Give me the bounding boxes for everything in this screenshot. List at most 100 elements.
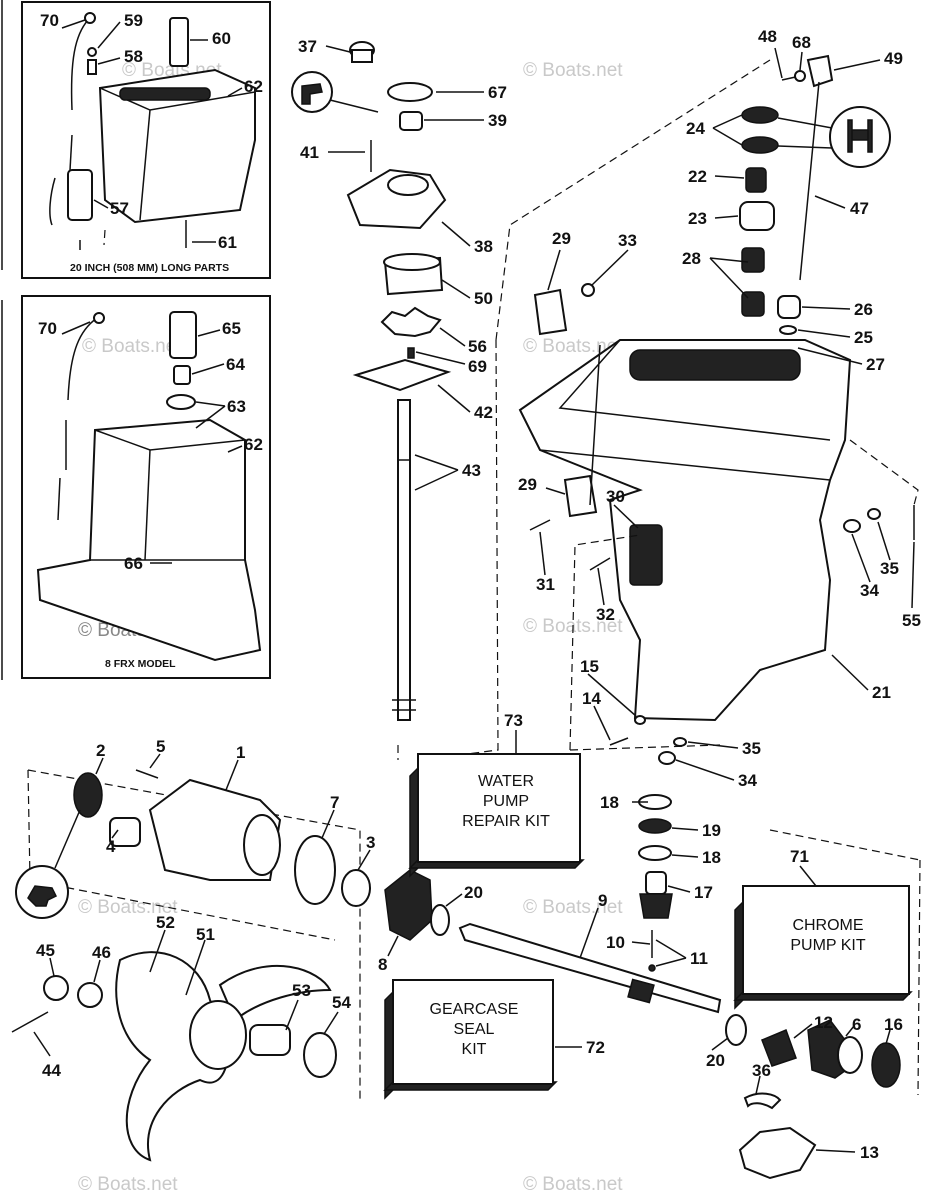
callout: 31 [536,575,555,594]
callout: 19 [702,821,721,840]
callout: 65 [222,319,241,338]
callout: 16 [884,1015,903,1034]
callout: 27 [866,355,885,374]
kit-water-pump: WATER PUMP REPAIR KIT [408,753,585,878]
callout: 45 [36,941,55,960]
callout: 23 [688,209,707,228]
callout: 56 [468,337,487,356]
watermarks: © Boats.net © Boats.net © Boats.net © Bo… [78,60,623,1195]
callout: 63 [227,397,246,416]
lower-left-group [11,769,450,1162]
callout: 32 [596,605,615,624]
callout: 52 [156,913,175,932]
callout: 66 [124,554,143,573]
callout: 17 [694,883,713,902]
callout: 48 [758,27,777,46]
lower-right-group [458,794,901,1180]
kit-chrome-pump: CHROME PUMP KIT [733,885,913,1010]
kit-label-line: WATER [478,773,534,790]
callout: 34 [860,581,879,600]
callout: 29 [552,229,571,248]
callout: 68 [792,33,811,52]
callout: 44 [42,1061,61,1080]
callout: 18 [600,793,619,812]
callout: 62 [244,77,263,96]
callouts: 70 59 58 60 62 57 61 70 65 64 63 62 66 3… [36,11,921,1162]
callout: 29 [518,475,537,494]
callout: 36 [752,1061,771,1080]
kit-label-line: KIT [462,1041,487,1058]
callout: 54 [332,993,351,1012]
callout: 11 [690,949,708,968]
callout: 5 [156,737,165,756]
callout: 42 [474,403,493,422]
callout: 22 [688,167,707,186]
kit-label-line: CHROME [792,917,863,934]
callout: 1 [236,743,245,762]
kit-label-line: PUMP [483,793,529,810]
callout: 47 [850,199,869,218]
callout: 9 [598,891,607,910]
watermark: © Boats.net [78,897,178,918]
callout: 4 [106,837,116,856]
callout: 26 [854,300,873,319]
callout: 13 [860,1143,879,1162]
callout: 71 [790,847,809,866]
callout: 70 [40,11,59,30]
callout: 46 [92,943,111,962]
callout: 20 [706,1051,725,1070]
callout: 2 [96,741,105,760]
callout: 35 [742,739,761,758]
callout: 28 [682,249,701,268]
callout: 73 [504,711,523,730]
callout: 69 [468,357,487,376]
callout: 70 [38,319,57,338]
callout: 15 [580,657,599,676]
callout: 12 [814,1013,833,1032]
callout: 25 [854,328,873,347]
callout: 59 [124,11,143,30]
callout: 60 [212,29,231,48]
callout: 34 [738,771,757,790]
callout: 30 [606,487,625,506]
water-pump-group [291,41,459,760]
inset-caption: 8 FRX MODEL [105,658,176,670]
watermark: © Boats.net [523,1174,623,1195]
callout: 62 [244,435,263,454]
watermark: © Boats.net [523,336,623,357]
callout: 20 [464,883,483,902]
callout: 10 [606,933,625,952]
callout: 49 [884,49,903,68]
inset-caption: 20 INCH (508 MM) LONG PARTS [70,262,229,274]
gearcase-body [518,283,915,765]
kit-label-line: REPAIR KIT [462,813,550,830]
callout: 37 [298,37,317,56]
callout: 67 [488,83,507,102]
leader-lines [33,19,915,1153]
callout: 3 [366,833,375,852]
callout: 39 [488,111,507,130]
watermark: © Boats.net [82,336,182,357]
callout: 8 [378,955,387,974]
callout: 58 [124,47,143,66]
kit-label-line: GEARCASE [430,1001,519,1018]
callout: 7 [330,793,339,812]
callout: 35 [880,559,899,578]
callout: 64 [226,355,245,374]
callout: 51 [196,925,215,944]
callout: 41 [300,143,319,162]
inset-8-frx-model: 8 FRX MODEL [21,295,271,679]
callout: 57 [110,199,129,218]
watermark: © Boats.net [523,60,623,81]
upper-right-group [739,54,891,352]
callout: 6 [852,1015,861,1034]
kit-gearcase-seal: GEARCASE SEAL KIT [383,979,558,1100]
callout: 50 [474,289,493,308]
kit-label-line: SEAL [454,1021,495,1038]
callout: 14 [582,689,601,708]
callout: 53 [292,981,311,1000]
kit-label-line: PUMP KIT [790,937,866,954]
watermark: © Boats.net [523,897,623,918]
callout: 55 [902,611,921,630]
